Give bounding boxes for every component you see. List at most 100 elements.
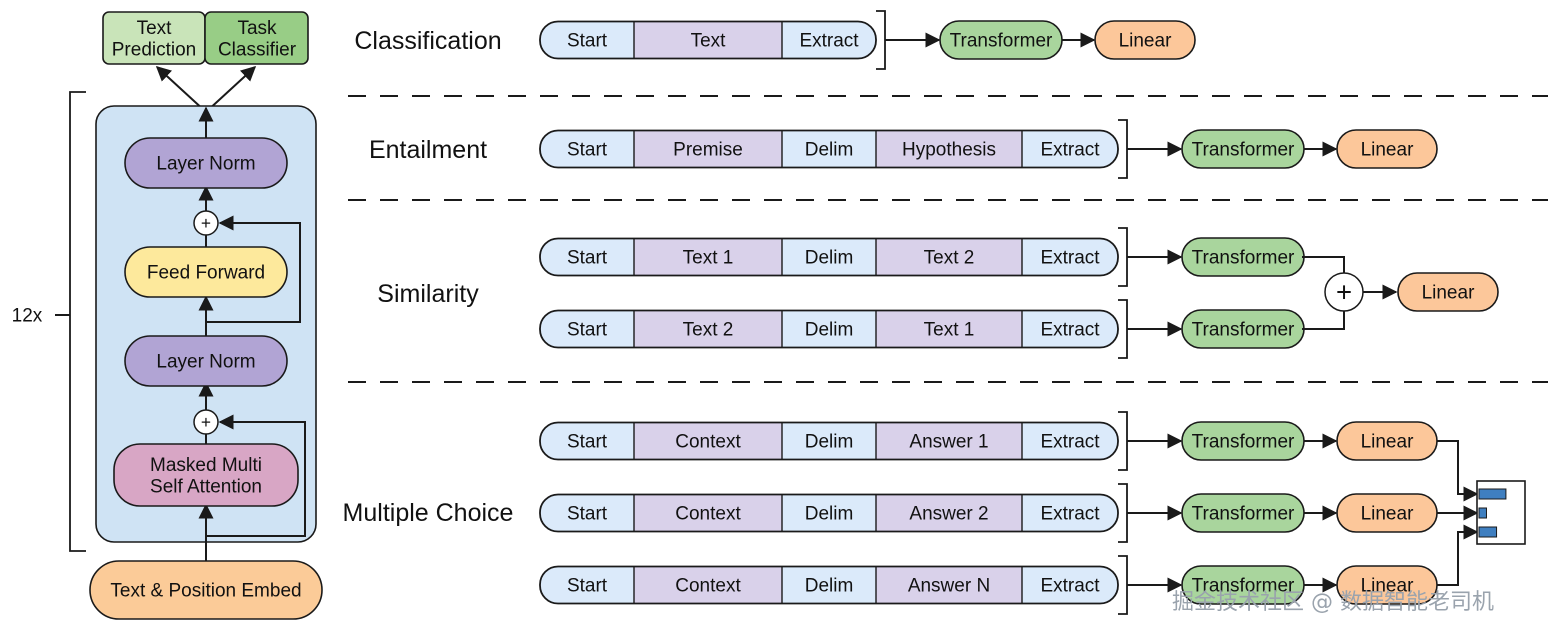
token-3-0-1 — [634, 422, 782, 460]
arrow-to-task-classifier — [205, 65, 257, 113]
token-1-0-3 — [876, 130, 1022, 168]
arrow-to-softmax-0 — [1437, 440, 1479, 502]
row-bracket-0-0 — [876, 10, 886, 70]
token-0-0-1 — [634, 21, 782, 59]
token-3-1-0 — [539, 494, 634, 532]
token-label: Delim — [805, 140, 854, 161]
token-3-2-3 — [876, 566, 1022, 604]
token-2-0-0 — [539, 238, 634, 276]
token-row-2-1 — [539, 309, 1119, 349]
token-label: Start — [567, 248, 608, 269]
token-row-3-1 — [539, 493, 1119, 533]
token-row-outline-3-2 — [539, 565, 1119, 605]
token-3-0-4 — [1022, 422, 1119, 460]
add-top — [193, 210, 219, 236]
token-3-2-2 — [782, 566, 876, 604]
token-label: Extract — [1040, 140, 1100, 161]
token-row-outline-1-0 — [539, 129, 1119, 169]
similarity-merge-top — [1302, 256, 1345, 273]
token-row-outline-3-1 — [539, 493, 1119, 533]
linear-3-1-label: Linear — [1361, 504, 1414, 525]
token-label: Delim — [805, 248, 854, 269]
token-row-3-2 — [539, 565, 1119, 605]
token-row-outline-2-1 — [539, 309, 1119, 349]
token-2-1-1 — [634, 310, 782, 348]
linear-1 — [1336, 129, 1438, 169]
transformer-1-0-label: Transformer — [1192, 140, 1295, 161]
token-row-2-0 — [539, 237, 1119, 277]
token-label: Context — [675, 576, 741, 597]
row-bracket-2-0 — [1118, 227, 1128, 287]
watermark: 掘金技术社区 @ 数据智能老司机 — [1172, 590, 1494, 615]
softmax-bar-2 — [1478, 526, 1498, 538]
layer-norm-bottom-label: Layer Norm — [156, 352, 255, 373]
similarity-merge-bottom — [1302, 311, 1345, 330]
add-top-label: + — [201, 213, 211, 233]
token-label: Hypothesis — [902, 140, 996, 161]
arrow-to-softmax-2 — [1437, 524, 1479, 586]
token-label: Answer 1 — [909, 432, 988, 453]
token-3-2-0 — [539, 566, 634, 604]
token-3-1-2 — [782, 494, 876, 532]
feed-forward — [124, 246, 288, 298]
token-label: Context — [675, 504, 741, 525]
softmax-bar-0 — [1478, 488, 1507, 500]
token-label: Delim — [805, 320, 854, 341]
task-classifier-box — [204, 11, 309, 65]
arrow-to-text-prediction — [155, 65, 207, 113]
token-2-0-2 — [782, 238, 876, 276]
token-2-0-4 — [1022, 238, 1119, 276]
layer-norm-bottom — [124, 335, 288, 387]
token-row-0-0 — [539, 20, 877, 60]
token-2-0-3 — [876, 238, 1022, 276]
token-label: Text 1 — [924, 320, 975, 341]
token-label: Delim — [805, 432, 854, 453]
token-label: Delim — [805, 504, 854, 525]
token-3-1-1 — [634, 494, 782, 532]
token-label: Start — [567, 576, 608, 597]
token-label: Answer N — [908, 576, 990, 597]
token-3-0-3 — [876, 422, 1022, 460]
token-row-outline-2-0 — [539, 237, 1119, 277]
token-1-0-1 — [634, 130, 782, 168]
residual-attention — [206, 414, 306, 537]
token-label: Text 2 — [924, 248, 975, 269]
token-2-1-0 — [539, 310, 634, 348]
token-row-outline-0-0 — [539, 20, 877, 60]
token-label: Extract — [1040, 320, 1100, 341]
linear-2-label: Linear — [1422, 283, 1475, 304]
feed-forward-label: Feed Forward — [147, 263, 265, 284]
token-2-1-4 — [1022, 310, 1119, 348]
row-bracket-1-0 — [1118, 119, 1128, 179]
row-bracket-3-2 — [1118, 555, 1128, 615]
token-row-1-0 — [539, 129, 1119, 169]
row-bracket-3-1 — [1118, 483, 1128, 543]
task-name-2: Similarity — [377, 280, 479, 308]
task-name-3: Multiple Choice — [343, 499, 514, 527]
token-label: Start — [567, 320, 608, 341]
text-position-embed — [89, 560, 323, 620]
token-label: Extract — [1040, 504, 1100, 525]
repeat-bracket — [69, 91, 86, 552]
token-label: Delim — [805, 576, 854, 597]
token-2-1-3 — [876, 310, 1022, 348]
token-1-0-2 — [782, 130, 876, 168]
token-label: Answer 2 — [909, 504, 988, 525]
add-bottom — [193, 409, 219, 435]
linear-3-2-label: Linear — [1361, 576, 1414, 597]
token-label: Text 2 — [683, 320, 734, 341]
transformer-3-2-label: Transformer — [1192, 576, 1295, 597]
token-row-3-0 — [539, 421, 1119, 461]
transformer-2-1-label: Transformer — [1192, 320, 1295, 341]
token-3-1-3 — [876, 494, 1022, 532]
linear-0-label: Linear — [1119, 31, 1172, 52]
token-label: Extract — [1040, 432, 1100, 453]
token-label: Start — [567, 432, 608, 453]
token-3-0-0 — [539, 422, 634, 460]
token-3-2-4 — [1022, 566, 1119, 604]
token-3-0-2 — [782, 422, 876, 460]
